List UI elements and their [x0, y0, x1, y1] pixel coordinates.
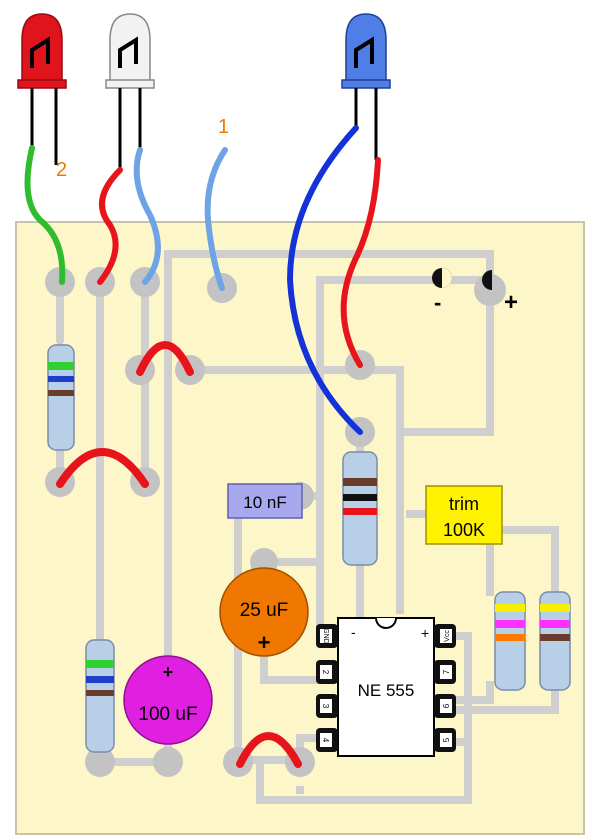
trim-label: trim [449, 494, 479, 514]
jumper-bottom [236, 732, 302, 768]
trim-value-label: 100K [443, 520, 485, 540]
pin-3-label: 3 [321, 704, 330, 709]
pin-gnd-label: GND [322, 628, 329, 644]
wire-1-label: 1 [218, 116, 229, 138]
capacitor-25uf: 25 uF + [219, 567, 309, 657]
battery-terminals: - + [432, 268, 518, 316]
ic-top-minus: - [351, 624, 356, 640]
capacitor-25uf-plus: + [258, 630, 271, 655]
capacitor-100uf-plus: + [163, 662, 174, 682]
resistor-left-top [47, 338, 75, 455]
jumper-top [136, 341, 194, 376]
capacitor-100uf-label: 100 uF [138, 704, 197, 725]
pin-5-label: 5 [442, 737, 451, 742]
ic-ne555: - + NE 555 GND 2 3 4 Vcc 7 [316, 617, 456, 757]
ic-name-label: NE 555 [358, 681, 415, 700]
resistor-right-1 [494, 591, 526, 691]
wire-lightblue-white-led [133, 147, 161, 285]
pin-4-label: 4 [321, 738, 330, 743]
battery-plus-label: + [504, 289, 518, 316]
capacitor-10nf: 10 nF [227, 483, 303, 519]
flying-wires [24, 125, 381, 435]
resistor-center [342, 451, 378, 566]
wire-lightblue-1 [204, 147, 228, 291]
jumpers [56, 341, 302, 768]
wire-blue [286, 125, 363, 435]
wire-red-white-led [97, 167, 123, 285]
pin-vcc-label: Vcc [444, 630, 451, 642]
battery-plus-terminal [482, 270, 492, 290]
wire-2-label: 2 [56, 159, 67, 181]
led-white [105, 13, 155, 170]
ic-top-plus: + [421, 625, 429, 641]
pin-7-label: 7 [442, 669, 451, 674]
jumper-middle [56, 448, 149, 488]
led-red [17, 13, 67, 165]
battery-minus-label: - [434, 290, 441, 315]
led-blue [341, 13, 391, 160]
capacitor-10nf-label: 10 nF [243, 493, 286, 512]
wire-green [24, 145, 66, 285]
pin-2-label: 2 [321, 670, 330, 675]
wire-red-blue-led [340, 157, 381, 368]
resistor-left-bottom [85, 639, 115, 753]
capacitor-25uf-label: 25 uF [240, 600, 289, 621]
resistor-right-2 [539, 591, 571, 691]
capacitor-100uf: + 100 uF [123, 655, 213, 745]
pin-6-label: 6 [442, 703, 451, 708]
trimmer-100k: trim 100K [425, 485, 503, 545]
